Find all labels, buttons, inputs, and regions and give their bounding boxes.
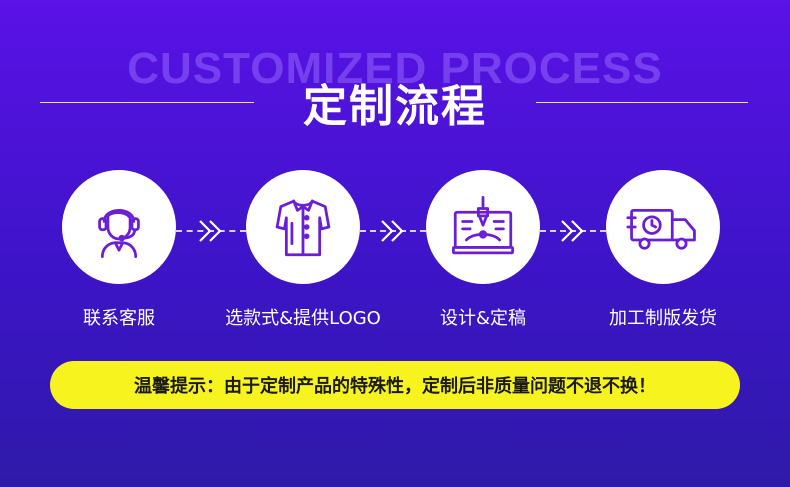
shirt-icon [275,199,331,257]
step-4-label: 加工制版发货 [609,308,717,329]
customer-service-icon [98,208,140,258]
design-plotter-icon [452,196,514,255]
notice-text: 温馨提示：由于定制产品的特殊性，定制后非质量问题不退不换！ [134,376,656,397]
step-4-circle [606,170,720,284]
notice-banner: 温馨提示：由于定制产品的特殊性，定制后非质量问题不退不换！ [50,361,740,409]
step-2-circle [246,170,360,284]
title-rule-right [536,102,748,103]
step-1-circle [62,170,176,284]
title-rule-left [40,102,254,103]
double-chevron-right-icon [199,220,222,242]
step-1-label: 联系客服 [83,308,155,329]
connector-3-4 [540,220,606,242]
step-3-label: 设计&定稿 [439,308,527,329]
step-2-label: 选款式&提供LOGO [225,308,381,329]
background-watermark-text: CUSTOMIZED PROCESS [127,44,663,93]
double-chevron-right-icon [381,220,404,242]
page-title: 定制流程 [303,81,487,132]
connector-1-2 [176,220,246,242]
step-3-circle [426,170,540,284]
delivery-truck-icon [626,208,696,250]
connector-2-3 [360,220,426,242]
double-chevron-right-icon [561,220,584,242]
